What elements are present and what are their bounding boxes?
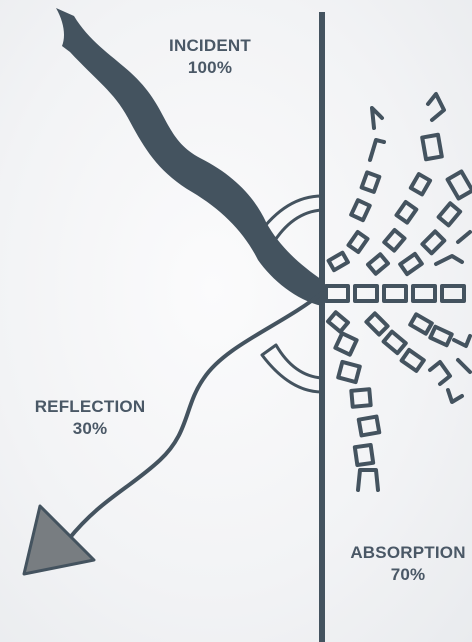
particle	[408, 312, 434, 336]
absorption-label-value: 70%	[390, 565, 426, 584]
particle	[356, 468, 380, 492]
particle	[364, 311, 390, 337]
particle	[446, 388, 464, 404]
particle	[353, 284, 379, 303]
absorption-label-name: ABSORPTION	[350, 543, 466, 562]
reflected-beam	[66, 291, 324, 542]
particle	[326, 310, 350, 334]
reflection-angle-arc	[260, 343, 324, 394]
particle	[346, 230, 370, 254]
absorption-particles	[324, 92, 472, 492]
incident-label: INCIDENT 100%	[140, 35, 280, 79]
particle	[428, 360, 452, 386]
particle	[436, 201, 463, 228]
particle	[324, 284, 350, 303]
particle	[366, 252, 390, 276]
incident-angle-arc	[256, 194, 324, 247]
particle	[382, 284, 408, 303]
particle	[456, 230, 472, 244]
particle	[381, 329, 408, 356]
incident-beam	[56, 8, 322, 306]
incident-label-value: 100%	[187, 58, 233, 77]
particle	[426, 92, 446, 122]
particle	[452, 334, 472, 348]
particle	[394, 200, 419, 225]
particle	[399, 347, 426, 373]
particle	[359, 170, 382, 194]
particle	[326, 250, 350, 273]
particle	[411, 284, 437, 303]
particle	[420, 229, 447, 256]
absorption-label: ABSORPTION 70%	[318, 542, 472, 586]
particle	[356, 414, 382, 438]
particle	[349, 198, 372, 223]
reflection-label: REFLECTION 30%	[10, 396, 170, 440]
particle	[398, 251, 424, 277]
particle	[428, 324, 454, 348]
reflection-label-value: 30%	[72, 419, 108, 438]
reflection-arrowhead	[22, 504, 96, 576]
particle	[382, 228, 407, 253]
particle	[420, 132, 444, 162]
particle	[445, 169, 472, 201]
particle	[440, 284, 466, 303]
particle	[336, 359, 362, 385]
particle	[349, 387, 373, 409]
particle	[368, 138, 386, 162]
particle	[352, 442, 376, 468]
particle	[456, 358, 472, 374]
particle	[408, 172, 433, 197]
particle	[434, 254, 464, 266]
reflection-label-name: REFLECTION	[34, 397, 146, 416]
incident-label-name: INCIDENT	[169, 36, 251, 55]
particle	[333, 331, 359, 357]
particle	[370, 106, 384, 130]
